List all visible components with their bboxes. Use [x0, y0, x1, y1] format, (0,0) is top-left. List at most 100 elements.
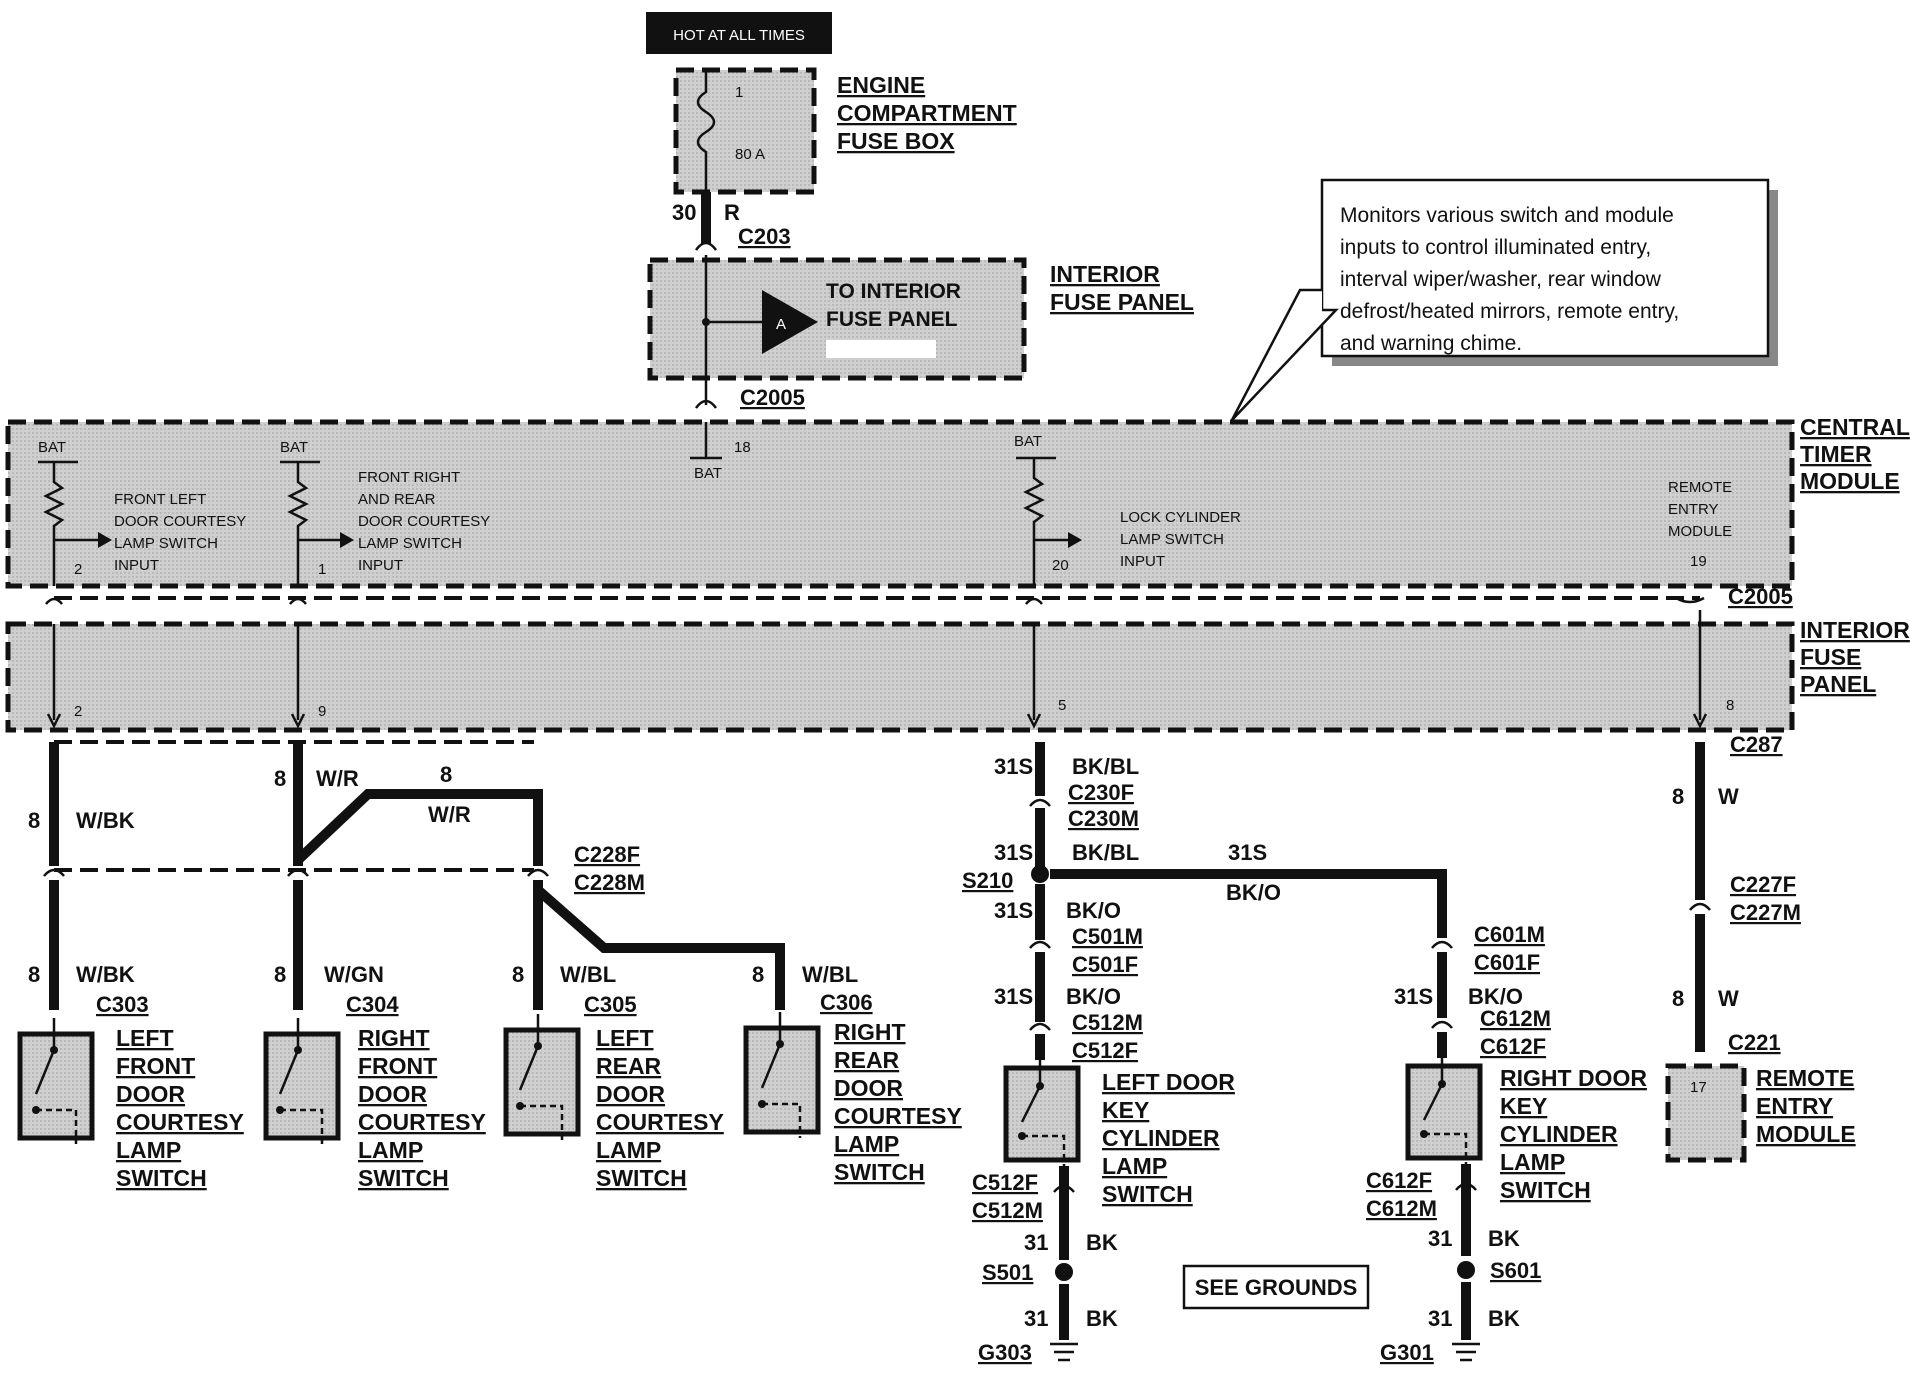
- switch-right-key-box: [1405, 1063, 1483, 1161]
- input-3-line-2: LAMP SWITCH: [1120, 531, 1224, 548]
- switch-right-key-label-2: KEY: [1500, 1093, 1547, 1119]
- connector-c305: C305: [584, 992, 637, 1017]
- ground-g303-icon: [1050, 1342, 1078, 1362]
- switch-right-front: RIGHT FRONT DOOR COURTESY LAMP SWITCH: [263, 1018, 486, 1191]
- left-front-gauge-2: 8: [28, 962, 40, 987]
- remote-module-label-2: ENTRY: [1756, 1093, 1833, 1119]
- note-line-1: Monitors various switch and module: [1340, 204, 1674, 227]
- switch-left-front-label-4: COURTESY: [116, 1109, 244, 1135]
- connector-c306: C306: [820, 990, 873, 1015]
- remote-color-2: W: [1718, 986, 1739, 1011]
- wire-bk-o-right: [1050, 869, 1447, 938]
- switch-right-rear-pivot: [776, 1040, 784, 1048]
- switch-left-front-label-5: LAMP: [116, 1137, 181, 1163]
- lock-gauge-2: 31S: [994, 840, 1033, 865]
- left-front-color-1: W/BK: [76, 808, 135, 833]
- connector-c601f: C601F: [1474, 950, 1540, 975]
- lock-color-right: BK/O: [1226, 880, 1281, 905]
- ground-g301: G301: [1380, 1340, 1434, 1365]
- switch-right-key-return: [1424, 1132, 1468, 1164]
- ctm-title-2: TIMER: [1800, 441, 1872, 467]
- switch-right-key-pivot: [1438, 1080, 1446, 1088]
- switch-left-key-label-2: KEY: [1102, 1097, 1149, 1123]
- jumper-color: W/R: [428, 802, 471, 827]
- connector-c287: C287: [1730, 732, 1783, 757]
- switch-right-front-box: [263, 1031, 341, 1141]
- interior-fuse-panel-top: [647, 257, 1027, 381]
- input-2-line-1: FRONT RIGHT: [358, 469, 460, 486]
- remote-color-1: W: [1718, 784, 1739, 809]
- switch-left-key-return: [1022, 1134, 1066, 1166]
- input-3-line-3: INPUT: [1120, 553, 1165, 570]
- note-pointer: [1230, 288, 1339, 421]
- arrow-1-icon: [98, 532, 112, 548]
- splice-s501: S501: [982, 1260, 1033, 1285]
- remote-gauge-2: 8: [1672, 986, 1684, 1011]
- arrow-2-icon: [340, 532, 354, 548]
- switch-right-front-label-6: SWITCH: [358, 1165, 449, 1191]
- c2005-pin-2-icon: [45, 597, 63, 605]
- input-4-pin: 19: [1690, 553, 1707, 570]
- right-rear-color: W/BL: [802, 962, 858, 987]
- switch-left-rear-return: [520, 1104, 564, 1140]
- switch-right-rear: RIGHT REAR DOOR COURTESY LAMP SWITCH: [743, 1012, 962, 1185]
- input-1-line-4: INPUT: [114, 557, 159, 574]
- connector-c2005-bottom: C2005: [1728, 584, 1793, 609]
- hot-label: HOT AT ALL TIMES: [673, 27, 805, 44]
- bat-label-1: BAT: [38, 439, 66, 456]
- connector-c612m-bottom: C612M: [1366, 1196, 1437, 1221]
- switch-left-key-label-1: LEFT DOOR: [1102, 1069, 1235, 1095]
- connector-c512f-bottom: C512F: [972, 1170, 1038, 1195]
- see-grounds-box[interactable]: [1182, 1264, 1370, 1310]
- fuse-80a-icon: [696, 70, 716, 192]
- switch-right-front-return: [280, 1108, 324, 1144]
- switch-left-front-pivot: [50, 1046, 58, 1054]
- right-rear-gauge: 8: [752, 962, 764, 987]
- resistor-1-icon: [43, 462, 65, 586]
- lock-gauge-right: 31S: [1228, 840, 1267, 865]
- lock-gauge-1: 31S: [994, 754, 1033, 779]
- c228-left-icon: [43, 868, 65, 877]
- switch-left-front-label-6: SWITCH: [116, 1165, 207, 1191]
- c2005-pin-1-icon: [289, 597, 307, 605]
- splice-s601: S601: [1490, 1258, 1541, 1283]
- bat-label-2: BAT: [280, 439, 308, 456]
- remote-entry-module-box: [1665, 1063, 1747, 1163]
- wire-30-color: R: [724, 200, 740, 225]
- ctm-input-front-left: BAT FRONT LEFT DOOR COURTESY LAMP SWITCH…: [38, 439, 246, 586]
- left-front-gauge-1: 8: [28, 808, 40, 833]
- ifp-title-2: FUSE: [1800, 644, 1861, 670]
- connector-c601m: C601M: [1474, 922, 1545, 947]
- connector-c512f-top: C512F: [1072, 1038, 1138, 1063]
- arrow-text-1: TO INTERIOR: [826, 280, 961, 303]
- connector-c203: C203: [738, 224, 791, 249]
- ifp-arrow-4-icon: [1692, 713, 1708, 729]
- right-gnd-color-2: BK: [1488, 1306, 1520, 1331]
- connector-c2005-top-icon: [694, 399, 718, 409]
- remote-gauge-1: 8: [1672, 784, 1684, 809]
- switch-right-key-label-4: LAMP: [1500, 1149, 1565, 1175]
- remote-module-label-3: MODULE: [1756, 1121, 1856, 1147]
- central-timer-module: [5, 419, 1795, 589]
- lock-gauge-5: 31S: [1394, 984, 1433, 1009]
- switch-right-front-label-3: DOOR: [358, 1081, 427, 1107]
- see-grounds-label[interactable]: SEE GROUNDS: [1195, 1275, 1358, 1300]
- switch-left-front: LEFT FRONT DOOR COURTESY LAMP SWITCH: [17, 1018, 244, 1191]
- ctm-bat-18: BAT: [694, 465, 722, 482]
- switch-left-front-label-1: LEFT: [116, 1025, 174, 1051]
- switch-right-front-label-2: FRONT: [358, 1053, 437, 1079]
- ctm-title-3: MODULE: [1800, 468, 1900, 494]
- ifp-arrow-3-icon: [1026, 713, 1042, 729]
- switch-right-rear-label-2: REAR: [834, 1047, 900, 1073]
- engine-fuse-title-1: ENGINE: [837, 72, 925, 98]
- top-panel-node: [702, 318, 710, 326]
- input-3-pin: 20: [1052, 557, 1069, 574]
- switch-left-rear-label-5: LAMP: [596, 1137, 661, 1163]
- ctm-pin-18: 18: [734, 439, 751, 456]
- jumper-gauge: 8: [440, 762, 452, 787]
- lock-color-left: BK/O: [1066, 898, 1121, 923]
- switch-left-rear-box: [503, 1027, 581, 1137]
- ground-g303: G303: [978, 1340, 1032, 1365]
- arrow-3-icon: [1068, 532, 1082, 548]
